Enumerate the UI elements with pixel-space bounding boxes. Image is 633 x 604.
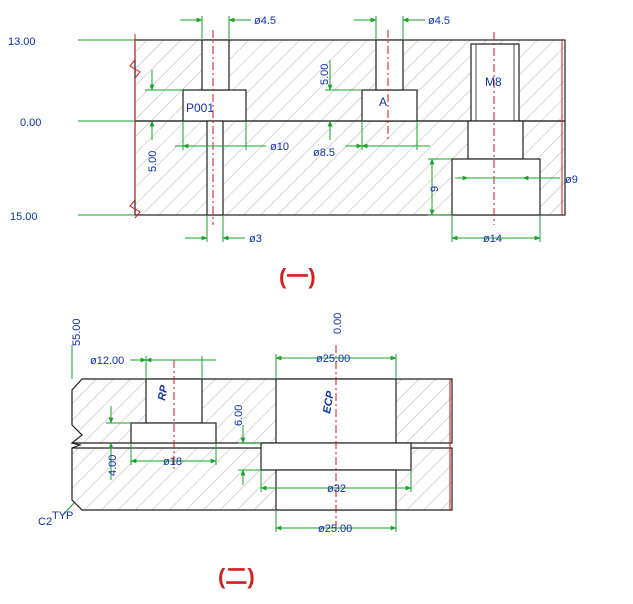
- chamfer-leader: [61, 502, 75, 517]
- dim-chamfer: C2: [38, 516, 52, 528]
- hole1-upper-bore: [201, 39, 230, 91]
- dim-d12: ø12.00: [90, 355, 124, 367]
- label-a: A: [379, 95, 387, 109]
- level-bottom: 15.00: [10, 211, 38, 223]
- dim-d4-5-right: ø4.5: [428, 15, 450, 27]
- dim-d8-5: ø8.5: [313, 147, 335, 159]
- dim-d18: ø18: [163, 456, 182, 468]
- dim-chamfer-typ: TYP: [52, 510, 73, 522]
- dim-v55: 55.00: [71, 318, 83, 346]
- dim-h5-left: 5.00: [147, 151, 159, 172]
- label-m8: M8: [485, 75, 502, 89]
- hole2-counterbore: [361, 89, 418, 122]
- figure-2: 55.00 0.00 ø12.00 ø25.00 RP ECP 6.00 4.0…: [38, 313, 453, 589]
- dim-h9: 9: [429, 186, 441, 192]
- dim-d4-5-left: ø4.5: [254, 15, 276, 27]
- dim-h5-top: 5.00: [319, 64, 331, 85]
- dim-d32: ø32: [327, 483, 346, 495]
- label-rp: RP: [156, 384, 171, 402]
- figure-1: 13.00 0.00 15.00 ø4.5 ø4.5 5.00 5.00 P00…: [8, 15, 578, 289]
- label-p001: P001: [186, 101, 214, 115]
- level-middle: 0.00: [20, 117, 41, 129]
- dim-v0: 0.00: [332, 313, 344, 334]
- dim-d3: ø3: [249, 233, 262, 245]
- m8-counterbore: [451, 158, 541, 216]
- figure1-caption: (一): [279, 264, 316, 289]
- dim-d9: ø9: [565, 174, 578, 186]
- level-top: 13.00: [8, 36, 36, 48]
- dim-h6: 6.00: [233, 405, 245, 426]
- break-line: [129, 34, 141, 219]
- dim-d25-bottom: ø25.00: [318, 523, 352, 535]
- rp-bore: [145, 378, 203, 424]
- parting-notch: [71, 442, 83, 449]
- dim-d25-top: ø25.00: [316, 353, 350, 365]
- label-ecp: ECP: [321, 390, 337, 415]
- dim-d10: ø10: [270, 141, 289, 153]
- hole2-upper-bore: [375, 39, 404, 91]
- hole1-thru-hole: [206, 120, 224, 216]
- m8-lower-bore: [467, 120, 524, 160]
- dim-h4: 4.00: [107, 455, 119, 476]
- dim-d14: ø14: [483, 233, 502, 245]
- figure2-caption: (二): [218, 564, 255, 589]
